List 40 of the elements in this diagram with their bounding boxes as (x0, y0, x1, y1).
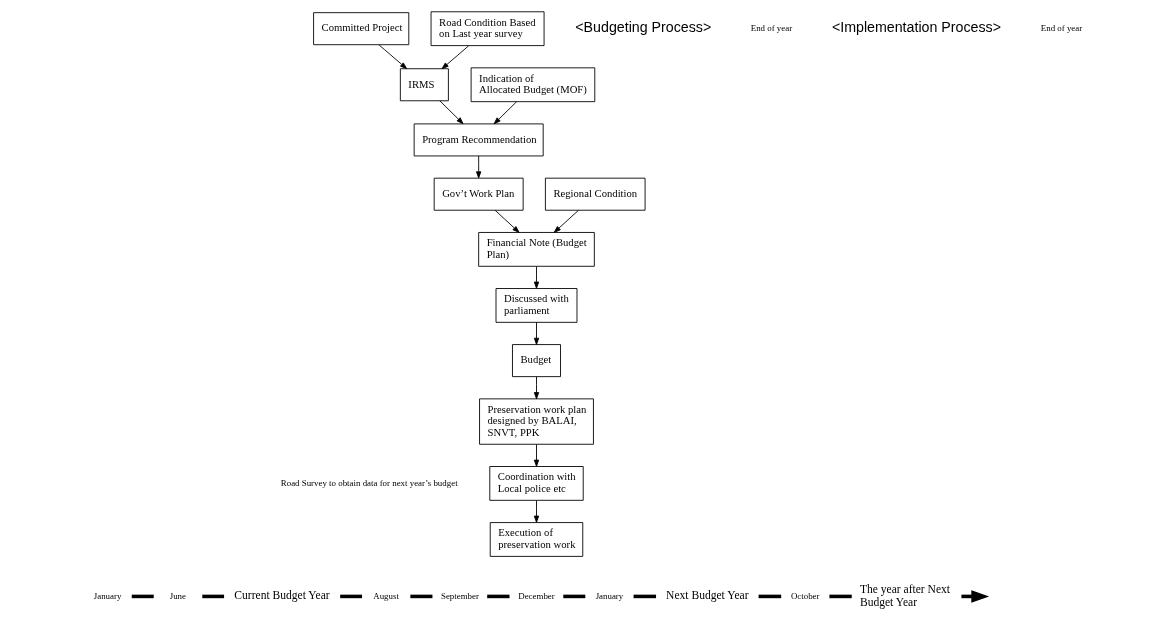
arrow (533, 444, 540, 467)
label: December (518, 590, 555, 601)
node-box: Budget (512, 344, 561, 378)
arrow (476, 155, 482, 179)
label: January (595, 590, 624, 601)
label: End of year (1040, 22, 1083, 33)
label: End of year (750, 22, 793, 33)
arrow (533, 500, 540, 523)
arrow (533, 266, 540, 289)
arrow (493, 101, 518, 125)
arrow (553, 209, 579, 233)
node-box: IRMS (399, 68, 449, 102)
label: Road Survey to obtain data for next year’s budget (280, 477, 458, 488)
arrow (378, 44, 408, 70)
label: January (93, 590, 122, 601)
label: August (373, 590, 399, 601)
node-box: Committed Project (313, 12, 410, 46)
node-box: Gov’t Work Plan (433, 177, 524, 211)
label: June (169, 590, 187, 601)
label: The year after Next Budget Year (859, 583, 951, 609)
node-box: Regional Condition (544, 177, 646, 211)
node-box: Preservation work plan designed by BALAI, SNVT, PPK (479, 398, 594, 445)
arrow (533, 321, 540, 345)
node-box: Indication of Allocated Budget (MOF) (470, 67, 596, 103)
label: September (441, 590, 479, 601)
label: October (790, 590, 820, 601)
label: Next Budget Year (666, 589, 749, 603)
node-box: Financial Note (Budget Plan) (478, 232, 595, 267)
node-box: Program Recommendation (413, 123, 544, 157)
arrow (441, 45, 470, 70)
arrow (439, 100, 464, 125)
label: <Implementation Process> (831, 19, 1002, 36)
node-box: Coordination with Local police etc (489, 466, 584, 501)
node-box: Road Condition Based on Last year survey (430, 11, 545, 47)
node-box: Discussed with parliament (495, 288, 578, 323)
arrow (533, 376, 540, 400)
label: Current Budget Year (234, 589, 330, 603)
arrow (494, 209, 520, 233)
node-box: Execution of preservation work (489, 522, 584, 557)
label: <Budgeting Process> (575, 19, 712, 36)
